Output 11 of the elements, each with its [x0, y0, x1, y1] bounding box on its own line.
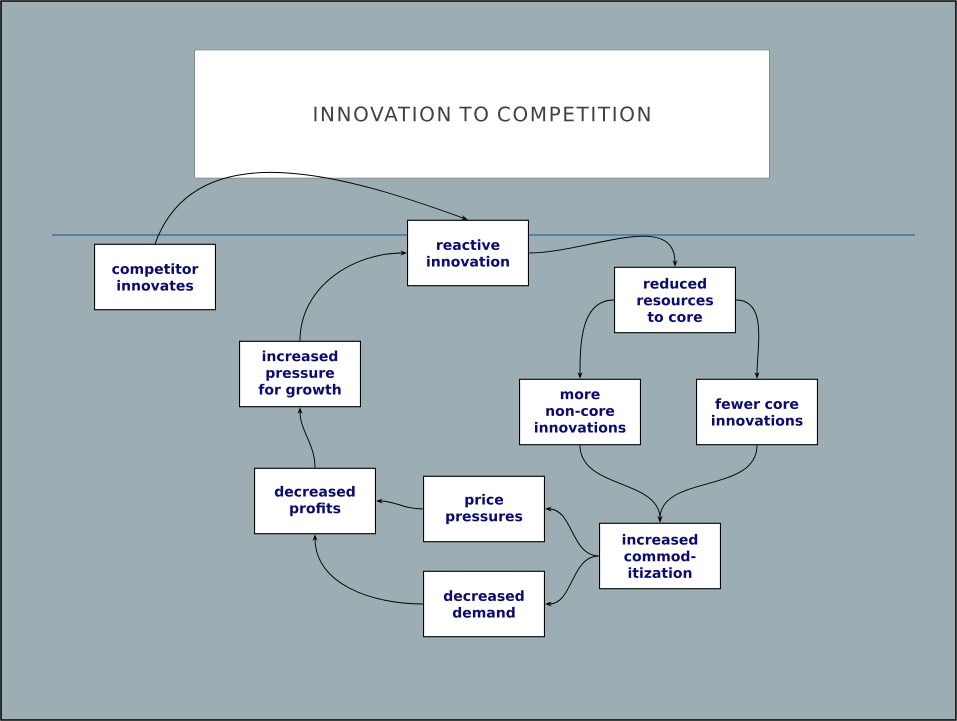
process-box: decreased demand — [423, 570, 545, 638]
process-box: fewer core innovations — [696, 378, 818, 446]
process-box: more non-core innovations — [519, 378, 641, 446]
process-box: competitor innovates — [94, 244, 216, 310]
process-box: increased commod- itization — [599, 522, 721, 590]
process-box: reduced resources to core — [614, 266, 736, 334]
process-box: price pressures — [423, 476, 545, 542]
process-box: reactive innovation — [407, 220, 529, 286]
process-box: decreased profits — [254, 468, 376, 534]
title-box: INNOVATION TO COMPETITION — [194, 50, 770, 178]
process-box: increased pressure for growth — [239, 340, 361, 408]
